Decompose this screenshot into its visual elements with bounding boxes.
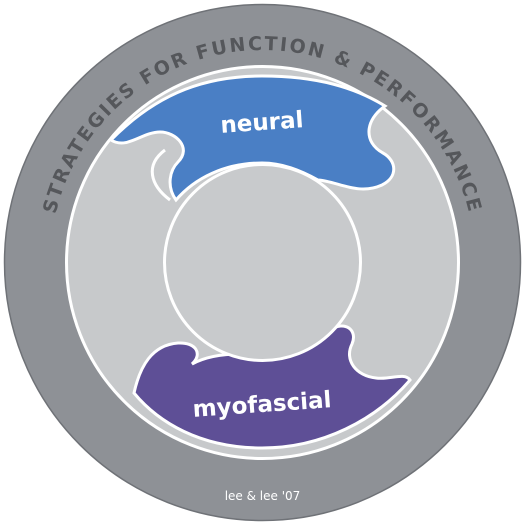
left-segment-seam — [150, 148, 171, 202]
credit-text: lee & lee '07 — [225, 489, 301, 503]
center-circle — [163, 163, 362, 362]
neural-label: neural — [220, 107, 305, 139]
myofascial-piece — [132, 324, 412, 450]
neural-piece — [108, 74, 396, 203]
